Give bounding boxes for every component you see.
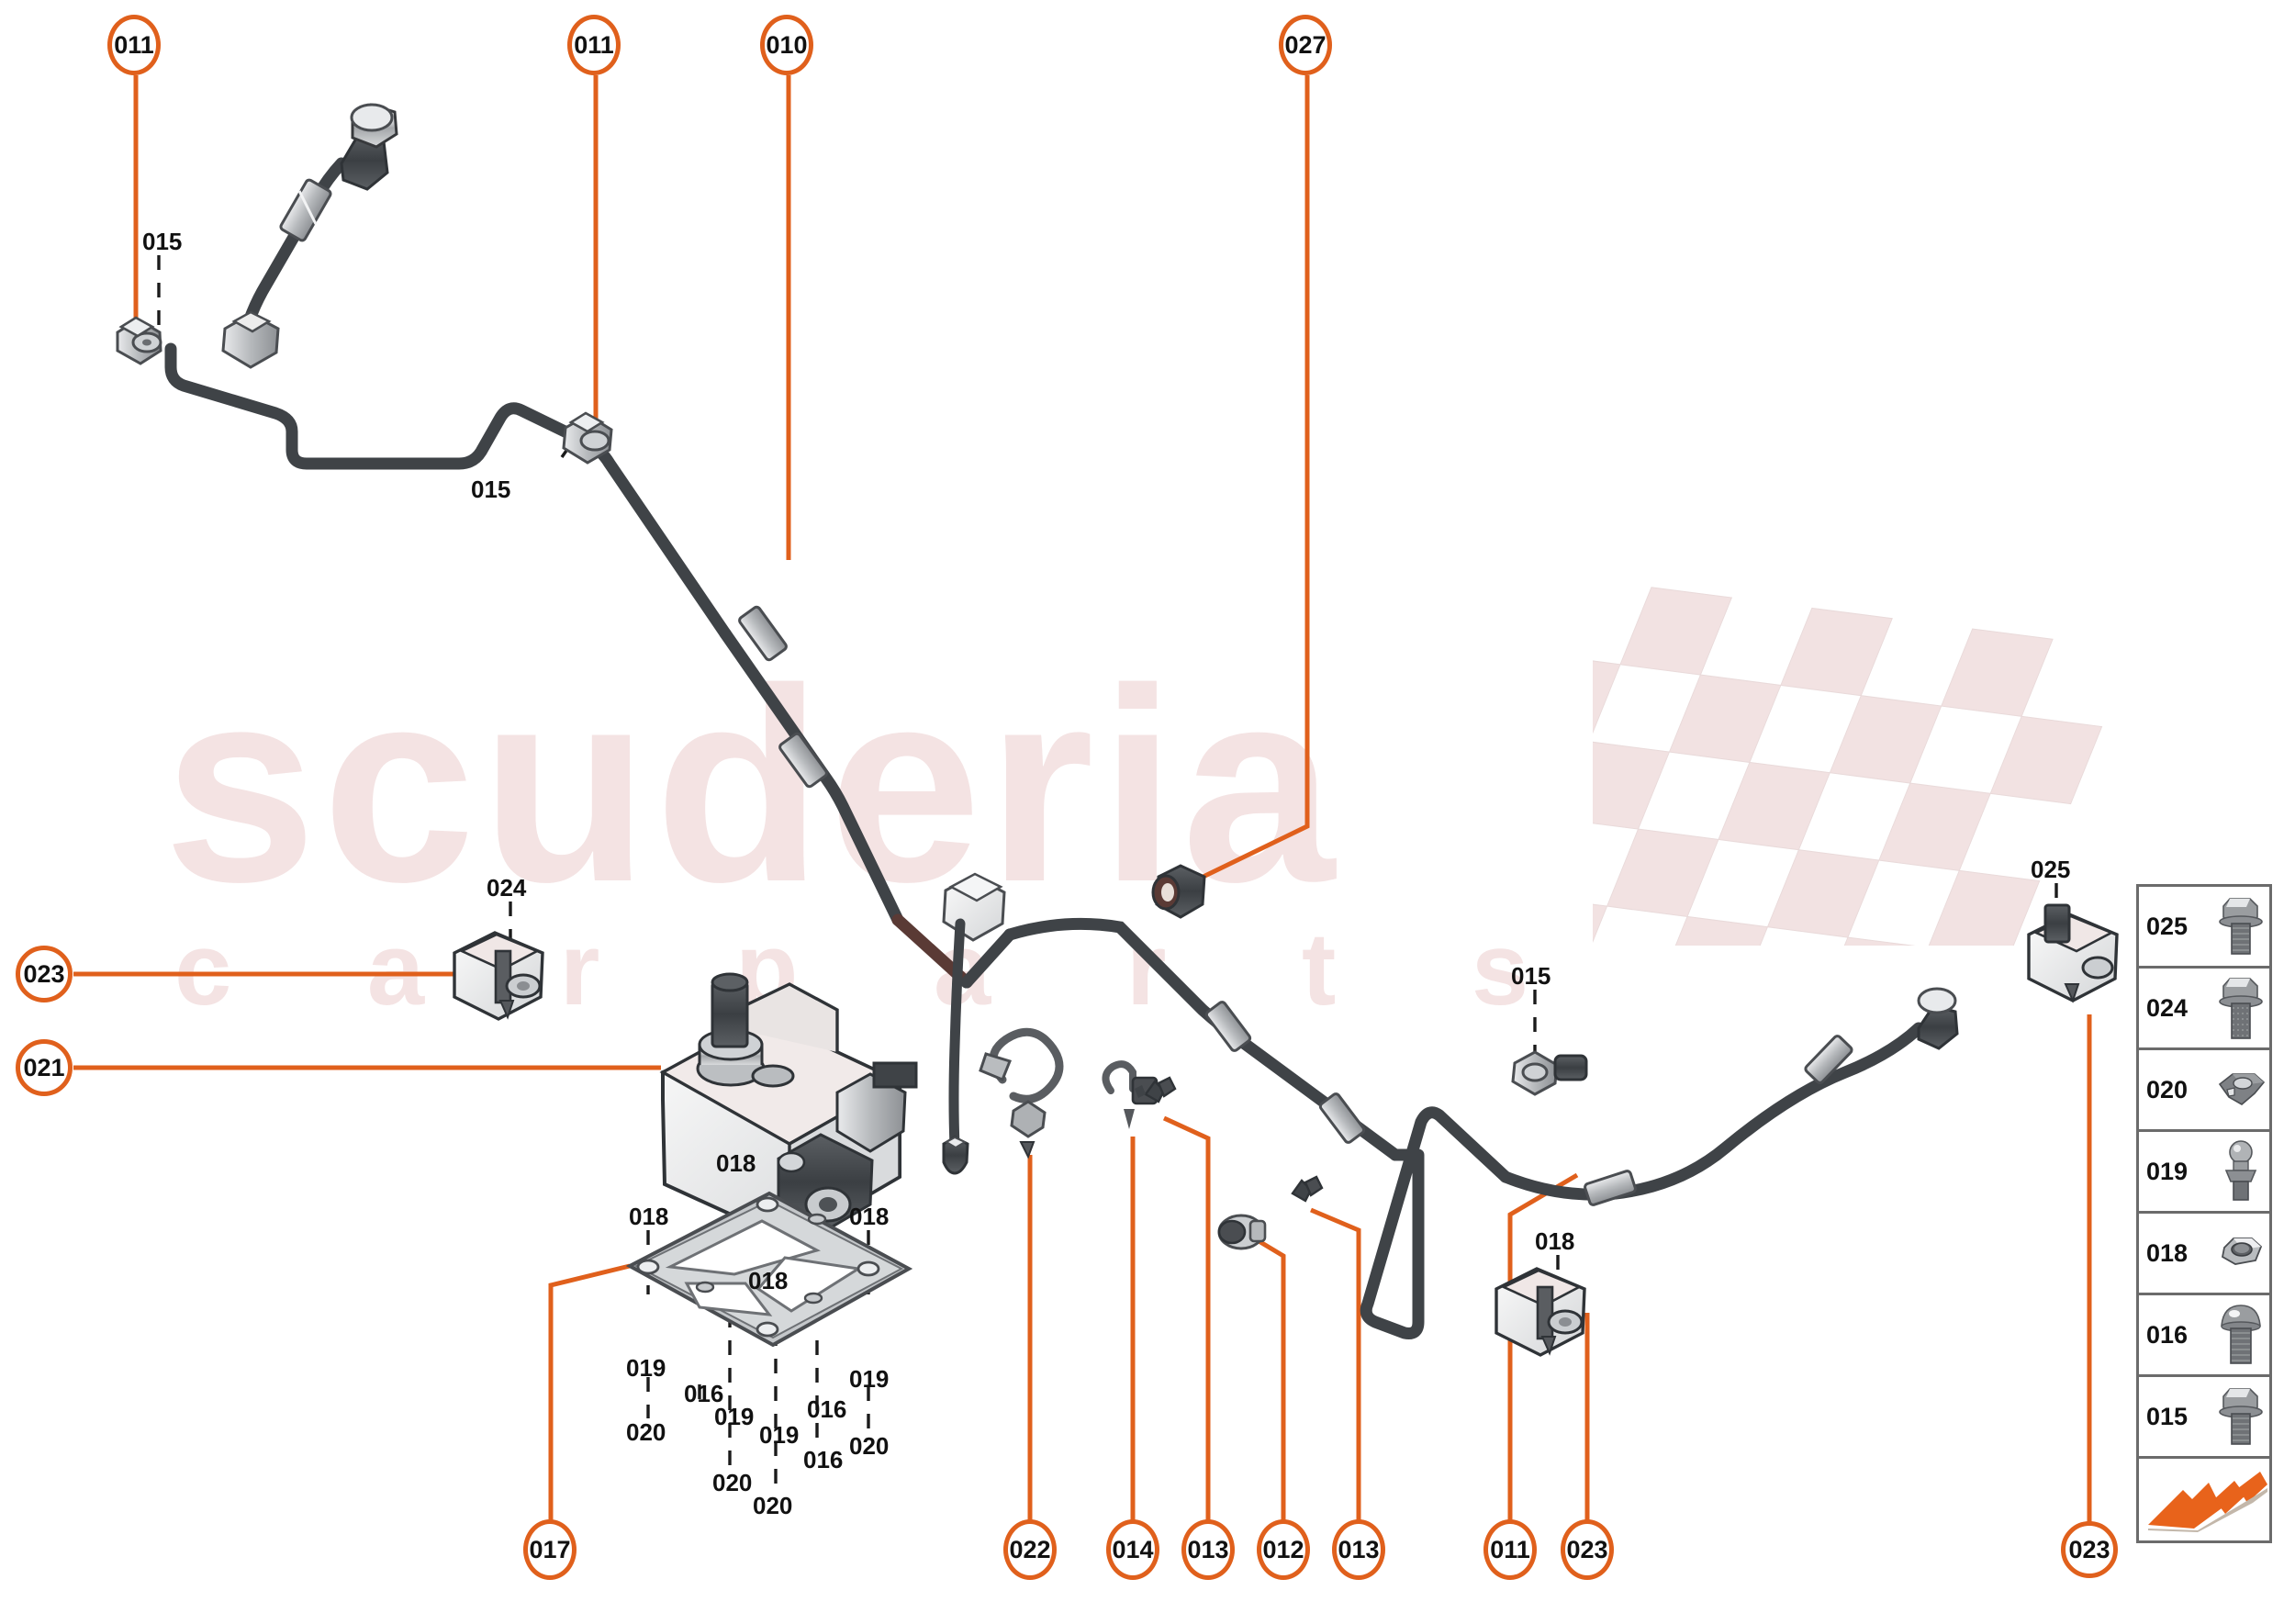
callout-014-bottom[interactable]: 014 (1106, 1519, 1159, 1580)
label-020-a: 020 (626, 1418, 666, 1446)
watermark-secondary: c a r p a r t s (174, 912, 1583, 1026)
legend-number-016: 016 (2146, 1320, 2189, 1349)
label-018-a: 018 (716, 1149, 756, 1177)
legend-row-016[interactable]: 016 (2139, 1295, 2269, 1377)
brand-arrow-icon (2143, 1459, 2269, 1540)
valve-side-port (835, 1061, 918, 1153)
hex-flange-bolt-icon (2212, 969, 2269, 1047)
callout-027-top[interactable]: 027 (1279, 15, 1332, 75)
label-020-c: 020 (753, 1492, 793, 1519)
fastener-legend-panel: 025 024 (2136, 884, 2272, 1543)
label-024: 024 (487, 874, 527, 902)
clip-014 (1102, 1060, 1159, 1129)
dome-head-bolt-icon (2212, 1295, 2269, 1374)
callout-021-left[interactable]: 021 (16, 1039, 73, 1096)
hose-ferrule-6 (1584, 1170, 1637, 1206)
hose-ferrule-5 (1318, 1092, 1366, 1144)
solenoid-valve (696, 972, 766, 1087)
hose-ferrule (279, 178, 332, 242)
label-020-b: 020 (712, 1469, 753, 1496)
label-020-d: 020 (849, 1432, 890, 1460)
label-019-a: 019 (626, 1354, 666, 1382)
legend-row-024[interactable]: 024 (2139, 969, 2269, 1050)
banjo-fitting-top (340, 103, 398, 191)
callout-011-top-left[interactable]: 011 (107, 15, 161, 75)
callout-011-top-mid[interactable]: 011 (567, 15, 621, 75)
legend-row-020[interactable]: 020 (2139, 1050, 2269, 1132)
legend-number-018: 018 (2146, 1238, 2189, 1267)
plastic-nut-clip-icon (2212, 1050, 2269, 1129)
clip-013-a (1135, 1076, 1177, 1103)
legend-row-018[interactable]: 018 (2139, 1214, 2269, 1295)
label-016-a: 016 (684, 1380, 724, 1407)
callout-017-bottom[interactable]: 017 (523, 1519, 577, 1580)
hose-clamp-022 (979, 1027, 1064, 1159)
hex-nut-icon (2212, 1214, 2269, 1293)
fitting-027 (1151, 864, 1206, 919)
legend-number-024: 024 (2146, 993, 2189, 1022)
legend-row-brand[interactable] (2139, 1459, 2269, 1540)
hose-ferrule-2 (738, 605, 788, 662)
hose-bracket-left (116, 316, 162, 365)
label-018-d: 018 (748, 1267, 789, 1294)
callout-011-bottom[interactable]: 011 (1483, 1519, 1537, 1580)
hose-elbow-lower (221, 310, 280, 369)
ball-stud-icon (2212, 1132, 2269, 1211)
legend-number-019: 019 (2146, 1157, 2189, 1185)
clip-013-b (1291, 1175, 1324, 1203)
legend-row-015[interactable]: 015 (2139, 1377, 2269, 1459)
clip-023-mid (1495, 1267, 1586, 1357)
callout-023-left[interactable]: 023 (16, 946, 73, 1002)
hose-bracket-mid (562, 411, 613, 465)
label-015-c: 015 (1511, 962, 1551, 990)
hex-flange-bolt-icon (2212, 1377, 2269, 1456)
valve-block-021 (659, 972, 918, 1244)
watermark-primary: scuderia (163, 631, 1340, 939)
legend-row-025[interactable]: 025 (2139, 887, 2269, 969)
label-019-c: 019 (759, 1421, 800, 1449)
callout-012-bottom[interactable]: 012 (1257, 1519, 1310, 1580)
hose-ferrule-4 (1204, 1001, 1252, 1052)
hex-flange-bolt-icon (2212, 887, 2269, 966)
callout-013-bottom-b[interactable]: 013 (1332, 1519, 1385, 1580)
clip-023-left (453, 931, 544, 1021)
label-018-c: 018 (849, 1203, 890, 1230)
label-025: 025 (2031, 856, 2071, 883)
hose-ferrule-3 (778, 732, 828, 789)
callout-022-bottom[interactable]: 022 (1003, 1519, 1057, 1580)
hose-end-cap (942, 1136, 969, 1175)
hose-tee-junction (942, 872, 1006, 942)
legend-number-015: 015 (2146, 1402, 2189, 1430)
label-015-b: 015 (471, 476, 511, 503)
checkered-flag-icon (1593, 587, 2103, 946)
grommet-012 (1217, 1214, 1267, 1250)
label-016-c: 016 (803, 1446, 844, 1473)
banjo-fitting-right (1917, 987, 1959, 1050)
callout-010-top[interactable]: 010 (760, 15, 813, 75)
hose-ferrule-7 (1804, 1035, 1853, 1084)
label-015-a: 015 (142, 228, 183, 255)
legend-number-020: 020 (2146, 1075, 2189, 1103)
label-018-e: 018 (1535, 1227, 1575, 1255)
callout-023-bottom[interactable]: 023 (1561, 1519, 1614, 1580)
clip-023-right (2027, 903, 2119, 1003)
label-019-b: 019 (714, 1403, 755, 1430)
callout-013-bottom-a[interactable]: 013 (1181, 1519, 1235, 1580)
label-018-b: 018 (629, 1203, 669, 1230)
label-016-b: 016 (807, 1395, 847, 1423)
hose-bracket-right (1511, 1050, 1588, 1096)
legend-number-025: 025 (2146, 912, 2189, 940)
label-019-d: 019 (849, 1365, 890, 1393)
callout-023-bottom-right[interactable]: 023 (2061, 1521, 2118, 1578)
legend-row-019[interactable]: 019 (2139, 1132, 2269, 1214)
